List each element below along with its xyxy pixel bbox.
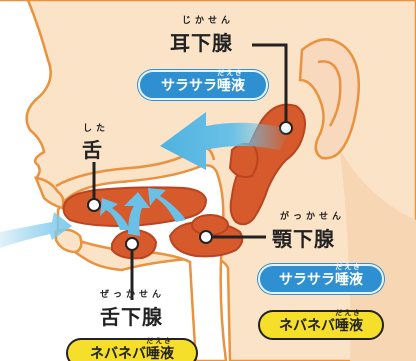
tongue-label: 舌 (82, 138, 103, 162)
watery-label: サラサラ (279, 272, 335, 288)
saliva-reading: だえき (146, 337, 173, 345)
saliva-word: 唾液 (335, 272, 363, 288)
duct-marker-submandibular (199, 230, 213, 244)
saliva-reading: だえき (335, 263, 362, 271)
saliva-word: 唾液 (217, 78, 245, 94)
sublingual-label: 舌下腺 (100, 305, 163, 329)
saliva-reading: だえき (217, 69, 244, 77)
saliva-reading: だえき (335, 309, 362, 317)
duct-marker-sublingual (125, 237, 139, 251)
saliva-flow-arrow-up-3 (100, 198, 130, 230)
tongue-reading: した (83, 124, 110, 134)
neck-back-shading (340, 150, 416, 361)
sticky-label: ネバネバ (90, 346, 146, 361)
saliva-flow-arrow-up-2 (148, 188, 186, 222)
saliva-word: 唾液 (146, 346, 174, 361)
submandibular-sticky-badge: ネバネバ だえき唾液 (258, 310, 384, 340)
sublingual-sticky-badge: ネバネバ だえき唾液 (66, 338, 198, 361)
saliva-flow-arrow-left (0, 212, 72, 248)
duct-marker-tongue (87, 198, 101, 212)
parotid-reading: じかせん (182, 16, 235, 26)
saliva-flow-arrow-up-1 (124, 192, 150, 236)
submandibular-watery-badge: サラサラ だえき唾液 (258, 264, 384, 294)
leader-parotid (252, 43, 288, 122)
ear (298, 38, 360, 160)
saliva-word: 唾液 (335, 318, 363, 334)
submandibular-reading: がっかせん (280, 212, 346, 222)
parotid-saliva-badge: サラサラ だえき唾液 (138, 70, 268, 100)
upper-lip (34, 176, 65, 210)
parotid-label: 耳下腺 (170, 31, 233, 55)
sublingual-reading: ぜっかせん (100, 290, 166, 300)
lower-lip (54, 228, 83, 254)
saliva-flow-arrow-large (160, 112, 290, 170)
sticky-label: ネバネバ (279, 318, 335, 334)
watery-label: サラサラ (161, 78, 217, 94)
submandibular-label: 顎下腺 (272, 227, 335, 251)
